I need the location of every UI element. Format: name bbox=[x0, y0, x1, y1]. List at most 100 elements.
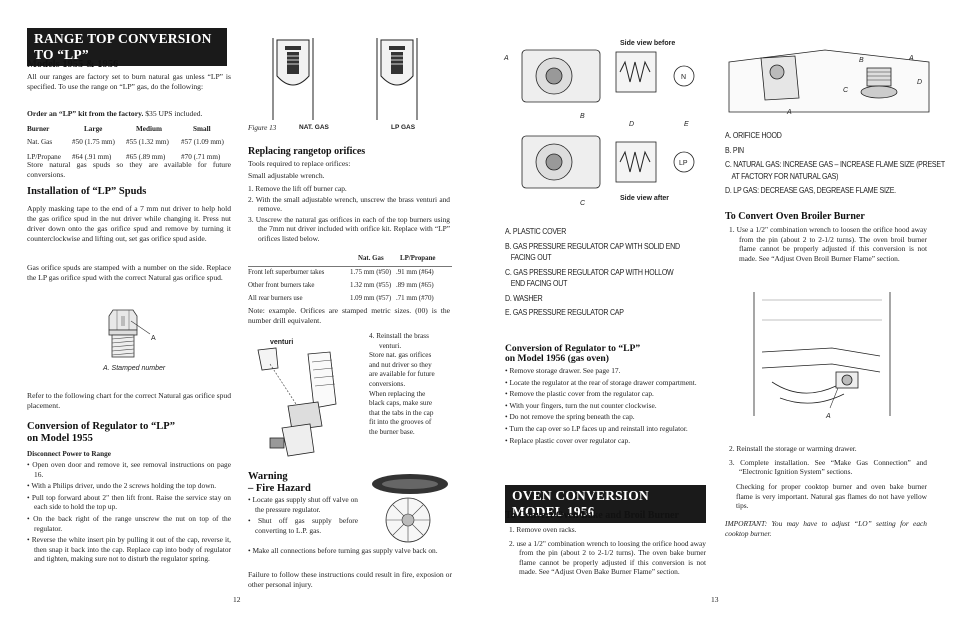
list-item: • Open oven door and remove it, see remo… bbox=[27, 460, 231, 479]
table-cell: LP/Propane bbox=[27, 153, 61, 161]
table-cell: .89 mm (#65) bbox=[396, 282, 434, 289]
order-rest: $35 UPS included. bbox=[143, 109, 203, 118]
list-item: • Do not remove the spring beneath the c… bbox=[505, 412, 635, 422]
legend-item: AT FACTORY FOR NATURAL GAS) bbox=[731, 170, 839, 181]
legend-item: A. ORIFICE HOOD bbox=[725, 130, 782, 140]
order-line: Order an “LP” kit from the factory. $35 … bbox=[27, 109, 231, 119]
spud-caption: A. Stamped number bbox=[102, 365, 166, 372]
list-item: • Replace plastic cover over regulator c… bbox=[505, 435, 631, 445]
legend-item: C. GAS PRESSURE REGULATOR CAP WITH HOLLO… bbox=[505, 266, 674, 277]
list-item: • Remove storage drawer. See page 17. bbox=[505, 366, 621, 375]
table-cell: #57 (1.09 mm) bbox=[181, 138, 224, 146]
step4-line: 4. Reinstall the brass bbox=[369, 332, 429, 340]
step4-line: venturi. bbox=[379, 341, 402, 350]
list-item: 2. use a 1/2" combination wrench to loos… bbox=[509, 538, 706, 577]
list-item: • With a Philips driver, undo the 2 scre… bbox=[27, 481, 217, 491]
list-item: • On the back right of the range unscrew… bbox=[27, 513, 231, 533]
warning-heading-2: – Fire Hazard bbox=[248, 483, 311, 494]
warning-heading-1: Warning bbox=[248, 471, 288, 482]
label-n: N bbox=[681, 74, 686, 81]
venturi-label: venturi bbox=[270, 339, 293, 346]
step4-line: and nut driver so they bbox=[369, 360, 432, 369]
broiler-illustration: A bbox=[753, 292, 891, 420]
fig-label-c: C bbox=[843, 87, 849, 94]
broiler-steps: 1. Use a 1/2" combination wrench to loos… bbox=[729, 225, 927, 264]
list-item: 2. With the small adjustable wrench, uns… bbox=[248, 194, 450, 214]
page-number-right: 13 bbox=[711, 595, 719, 604]
step4-line: When replacing the bbox=[369, 389, 426, 398]
fig-label-d: D bbox=[917, 79, 922, 86]
reg1955-heading-1: Conversion of Regulator to “LP” bbox=[27, 421, 175, 432]
order-bold: Order an “LP” kit from the factory. bbox=[27, 109, 144, 118]
list-item: • Pull top forward about 2" then lift fr… bbox=[27, 492, 231, 512]
label-c: C bbox=[580, 200, 586, 207]
note-text: Note: example. Orifices are stamped metr… bbox=[248, 306, 450, 325]
warning-bullets: • Locate gas supply shut off valve on th… bbox=[248, 495, 358, 537]
burner-table-header: Burner bbox=[27, 125, 50, 133]
models-heading: Models 1955 & 1956 bbox=[27, 59, 119, 70]
intro-text: All our ranges are factory set to burn n… bbox=[27, 72, 231, 91]
important-note: IMPORTANT: You may have to adjust “LO” s… bbox=[725, 519, 927, 538]
side-after-label: Side view after bbox=[620, 195, 669, 202]
label-d: D bbox=[629, 121, 634, 128]
fire-hazard-illustration bbox=[372, 474, 448, 543]
list-item: 3. Unscrew the natural gas orifices in e… bbox=[248, 214, 450, 243]
burner-table-header: Large bbox=[84, 125, 103, 133]
list-item: • Turn the cap over so LP faces up and r… bbox=[505, 423, 688, 433]
tools-text: Tools required to replace orifices: bbox=[248, 159, 351, 168]
list-item: 2. Reinstall the storage or warming draw… bbox=[729, 444, 857, 453]
list-item: • Locate gas supply shut off valve on th… bbox=[248, 495, 359, 514]
orifice-steps: 1. Remove the lift off burner cap. 2. Wi… bbox=[248, 184, 450, 245]
legend-item: B. PIN bbox=[725, 144, 744, 155]
legend-item: D. WASHER bbox=[505, 292, 543, 303]
fig-label-b: B bbox=[859, 57, 864, 64]
legend-item: E. GAS PRESSURE REGULATOR CAP bbox=[505, 307, 624, 317]
table-cell: #65 (.89 mm) bbox=[126, 153, 166, 161]
legend-item: A. PLASTIC COVER bbox=[505, 226, 567, 236]
orifices-heading: Replacing rangetop orifices bbox=[248, 146, 366, 157]
table-cell: #64 (.91 mm) bbox=[72, 153, 112, 161]
bake-heading: To Convert Oven Bake and Broil Burner bbox=[505, 510, 679, 521]
table-cell: Other front burners take bbox=[248, 282, 315, 289]
list-item: 3. Complete installation. See “Make Gas … bbox=[729, 457, 927, 477]
figure-13-label: Figure 13 bbox=[248, 124, 277, 132]
list-item: • With your fingers, turn the nut counte… bbox=[505, 400, 657, 410]
list-item: • Remove the plastic cover from the regu… bbox=[505, 389, 654, 399]
orifice-table-header: Nat. Gas bbox=[358, 255, 384, 262]
step4-line: fit into the grooves of bbox=[369, 418, 432, 427]
list-item: 1. Use a 1/2" combination wrench to loos… bbox=[729, 225, 927, 263]
venturi-illustration: venturi bbox=[257, 339, 337, 457]
step4-line: conversions. bbox=[369, 379, 406, 388]
store-text: Store natural gas spuds so they are avai… bbox=[27, 160, 231, 179]
list-item: • Shut off gas supply before converting … bbox=[248, 516, 358, 535]
legend-item: B. GAS PRESSURE REGULATOR CAP WITH SOLID… bbox=[505, 240, 680, 251]
disconnect-power: Disconnect Power to Range bbox=[27, 450, 111, 458]
regulator-legend: A. PLASTIC COVER B. GAS PRESSURE REGULAT… bbox=[505, 226, 705, 319]
orifice-table-header: LP/Propane bbox=[400, 255, 436, 262]
figure-lp-gas-label: LP GAS bbox=[391, 124, 416, 131]
fig-label-a2: A bbox=[786, 109, 792, 116]
step4-line: the burner base. bbox=[369, 427, 415, 436]
table-cell: .91 mm (#64) bbox=[396, 269, 434, 276]
table-cell: #55 (1.32 mm) bbox=[126, 138, 169, 146]
table-cell: Nat. Gas bbox=[27, 138, 53, 146]
burner-table-header: Medium bbox=[136, 125, 162, 133]
orifice-table-header bbox=[248, 255, 350, 265]
label-e: E bbox=[684, 121, 689, 128]
orifice-table: Nat. Gas LP/Propane Front left superburn… bbox=[248, 255, 452, 305]
legend-item: FACING OUT bbox=[510, 252, 552, 262]
reg1956-heading-2: on Model 1956 (gas oven) bbox=[505, 353, 609, 364]
range-top-banner: RANGE TOP CONVERSION TO “LP” bbox=[27, 28, 227, 66]
step4-line: black caps, make sure bbox=[369, 399, 433, 408]
list-item: • Reverse the white insert pin by pullin… bbox=[27, 535, 231, 564]
table-cell: #50 (1.75 mm) bbox=[72, 138, 115, 146]
table-cell: All rear burners use bbox=[248, 295, 303, 302]
wrench-text: Small adjustable wrench. bbox=[248, 171, 325, 180]
spuds-paragraph-1: Apply masking tape to the end of a 7 mm … bbox=[27, 204, 231, 243]
legend-item: D. LP GAS: DECREASE GAS, DEGREASE FLAME … bbox=[725, 185, 896, 195]
list-item: • Locate the regulator at the rear of st… bbox=[505, 377, 697, 387]
list-item: 1. Remove the lift off burner cap. bbox=[248, 184, 347, 193]
orifice-hood-illustration: B A C D A bbox=[728, 49, 930, 116]
table-cell: 1.09 mm (#57) bbox=[350, 295, 392, 302]
side-before-label: Side view before bbox=[620, 40, 675, 47]
